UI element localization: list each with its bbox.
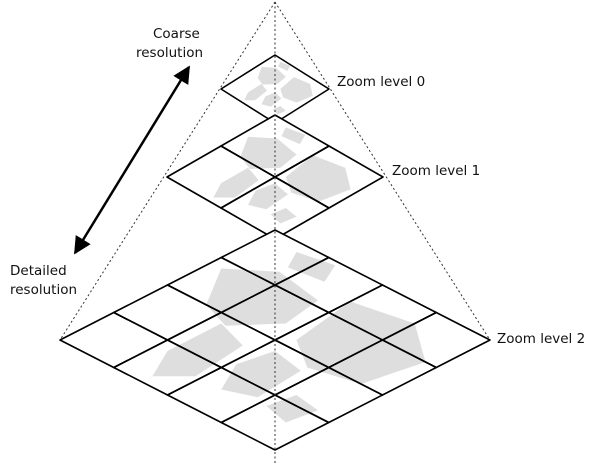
zoom-level-1-layer <box>166 114 384 240</box>
world-map-landmass <box>272 106 286 115</box>
layer-background <box>60 230 490 465</box>
zoom-level-0-label: Zoom level 0 <box>337 74 426 90</box>
world-map-landmass <box>296 301 426 384</box>
world-map-landmass <box>280 77 313 103</box>
world-map-landmass <box>257 66 286 85</box>
world-map-landmass <box>206 268 318 326</box>
world-map-landmass <box>270 208 297 224</box>
world-map-landmass <box>281 127 306 145</box>
coarse-label-line1: Coarse <box>153 26 200 42</box>
world-map-landmass <box>221 351 301 398</box>
pyramid-right-edge <box>274 1 491 341</box>
world-map-landmass <box>244 83 267 101</box>
world-map-landmass <box>240 136 297 169</box>
detailed-label-line2: resolution <box>10 282 78 298</box>
world-map-landmass <box>285 155 351 202</box>
detailed-label-line1: Detailed <box>10 263 67 279</box>
pyramid-left-edge <box>59 1 276 341</box>
map-tile <box>220 394 330 451</box>
world-map-landmass <box>278 61 291 71</box>
world-map-landmass <box>248 183 288 210</box>
world-map-landmass <box>261 92 282 107</box>
world-map-landmass <box>152 323 243 377</box>
resolution-arrow <box>73 65 191 255</box>
zoom-level-1-label: Zoom level 1 <box>392 163 481 179</box>
world-map-landmass <box>213 167 259 198</box>
world-map-landmass <box>266 395 318 423</box>
coarse-resolution-label: Coarse resolution <box>136 25 203 63</box>
zoom-level-2-label: Zoom level 2 <box>497 331 586 347</box>
coarse-label-line2: resolution <box>136 45 204 61</box>
detailed-resolution-label: Detailed resolution <box>10 262 77 300</box>
